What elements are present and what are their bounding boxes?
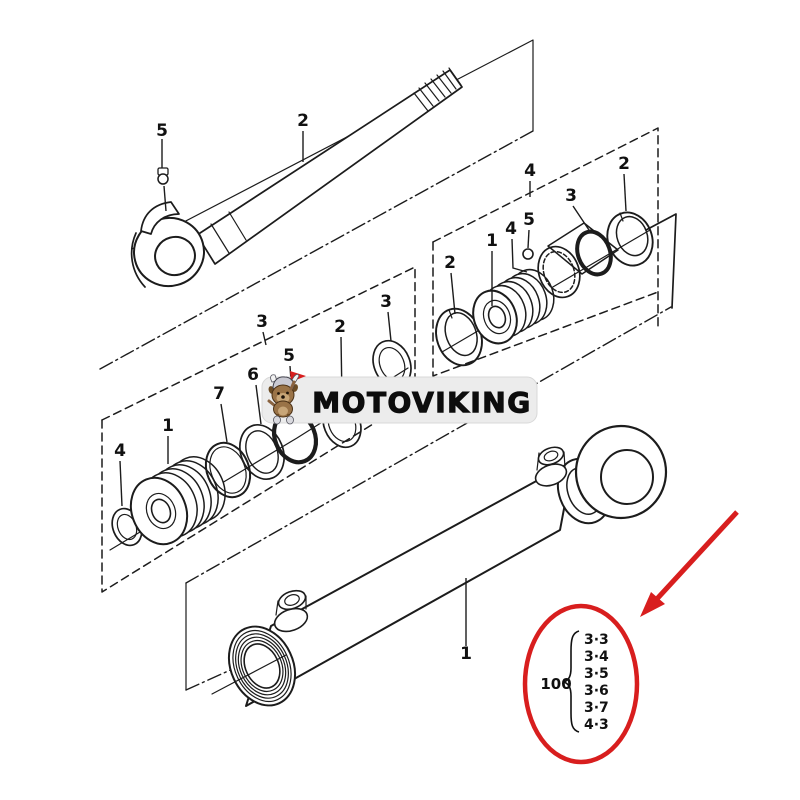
- callout-value: 3·5: [584, 666, 609, 682]
- part-labels: 5 2 3 4 1 7 6 5 2 3 4 2 1 4 5 3 2 1: [114, 111, 630, 664]
- piston-rod: [196, 67, 463, 265]
- callout-value: 3·6: [584, 683, 609, 699]
- label-grease-fitting: 5: [156, 121, 168, 141]
- label-gland: 1: [486, 231, 498, 251]
- red-arrowhead: [640, 592, 665, 617]
- label-piston: 1: [162, 416, 174, 436]
- rod-gland-1: [472, 268, 555, 345]
- label-wear-ring-4: 4: [114, 441, 126, 461]
- rod-seal-kit-parts: [111, 339, 412, 547]
- cylinder-barrel: [211, 424, 668, 707]
- rod-eye-end: [130, 139, 205, 288]
- background-panel-corner: [645, 213, 677, 309]
- port-boss-rear: [534, 446, 568, 487]
- label-gland-seal-kit: 4: [524, 161, 536, 181]
- callout-value: 3·4: [584, 649, 609, 665]
- label-barrel: 1: [460, 644, 472, 664]
- callout-value: 4·3: [584, 717, 609, 733]
- label-seal-plate-3: 3: [565, 186, 577, 206]
- label-rod: 2: [297, 111, 309, 131]
- callout-brace: [561, 630, 580, 733]
- barrel-threaded-bore: [211, 625, 297, 707]
- watermark-text: MOTOVIKING: [312, 386, 531, 419]
- red-arrow-annotation: [653, 510, 739, 603]
- label-backup-ring-6: 6: [247, 365, 259, 385]
- label-o-ring-7: 7: [213, 384, 225, 404]
- viking-mascot-icon: [267, 371, 306, 425]
- seal-size-callout: 100 3·3 3·4 3·5 3·6 3·7 4·3: [540, 630, 609, 733]
- red-annotations: 100 3·3 3·4 3·5 3·6 3·7 4·3: [522, 510, 739, 765]
- red-ellipse-annotation: [522, 603, 640, 765]
- label-plug-5: 5: [523, 210, 535, 230]
- piston-gland-1: [129, 456, 226, 546]
- plug-5: [522, 248, 534, 260]
- callout-group-number: 100: [540, 675, 571, 693]
- label-seal-ring-2: 2: [334, 317, 346, 337]
- port-boss-front: [273, 589, 309, 633]
- label-buffer-ring-2: 2: [444, 253, 456, 273]
- rod-assembly-box: [99, 39, 534, 370]
- grease-fitting: [157, 139, 169, 212]
- gland-seal-kit-parts: [435, 211, 654, 367]
- callout-value: 3·7: [584, 700, 609, 716]
- callout-value: 3·3: [584, 632, 609, 648]
- label-o-ring-5: 5: [283, 346, 295, 366]
- label-wear-ring-3: 3: [380, 292, 392, 312]
- label-bushing-2: 2: [618, 154, 630, 174]
- label-gland-4: 4: [505, 219, 517, 239]
- watermark-band: MOTOVIKING: [261, 371, 538, 425]
- label-rod-seal-kit: 3: [256, 312, 268, 332]
- seal-plate-3: [547, 222, 619, 275]
- barrel-eye: [574, 424, 668, 520]
